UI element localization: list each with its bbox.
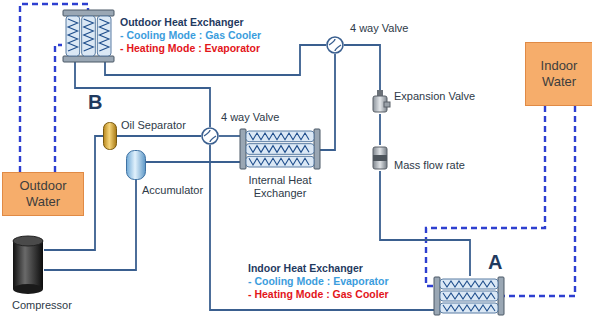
mode-note: - Cooling Mode : Gas Cooler [120, 29, 261, 42]
refrigerant-pipe [117, 135, 201, 137]
mode-note: - Heating Mode : Evaporator [120, 42, 260, 55]
oil-separator-icon [103, 122, 117, 150]
component-label: Internal Heat Exchanger [240, 174, 320, 200]
outdoor-heat-exchanger: Outdoor Heat Exchanger- Cooling Mode : G… [62, 10, 115, 62]
component-label: 4 way Valve [350, 22, 409, 35]
refrigerant-pipe [344, 45, 380, 90]
compressor-icon [12, 235, 44, 295]
refrigerant-pipe [219, 135, 240, 137]
refrigerant-pipe [380, 171, 470, 276]
four-way-valve-symbol [201, 127, 219, 145]
section-letter: B [88, 92, 102, 112]
component-label: Compressor [12, 299, 72, 312]
mode-note: - Heating Mode : Gas Cooler [248, 288, 389, 301]
component-label: Mass flow rate [394, 159, 465, 172]
heat-exchanger-icon [62, 10, 115, 62]
water-label: Indoor Water [526, 58, 592, 90]
indoor-water-box: Indoor Water [525, 42, 592, 106]
component-label: Outdoor Heat Exchanger [120, 16, 244, 29]
heat-exchanger-icon [434, 276, 504, 316]
outdoor-water-box: Outdoor Water [2, 172, 84, 216]
internal-heat-exchanger: Internal Heat Exchanger [240, 128, 320, 170]
water-line [426, 106, 545, 286]
component-label: 4 way Valve [221, 111, 280, 124]
water-label: Outdoor Water [3, 178, 83, 210]
refrigerant-pipe [146, 161, 240, 163]
water-line [55, 45, 62, 172]
component-label: Oil Separator [121, 119, 186, 132]
refrigerant-pipe [75, 62, 210, 127]
section-letter: A [488, 252, 502, 272]
indoor-heat-exchanger: Indoor Heat Exchanger- Cooling Mode : Ev… [434, 276, 504, 316]
four-way-valve-symbol [326, 36, 344, 54]
refrigerant-pipe [379, 114, 381, 145]
mode-note: - Cooling Mode : Evaporator [248, 275, 389, 288]
expansion-valve: Expansion Valve [372, 90, 388, 114]
four-way-valve: 4 way Valve [201, 127, 219, 145]
component-label: Accumulator [142, 184, 203, 197]
accumulator-icon [126, 150, 146, 180]
mass-flow-meter: Mass flow rate [372, 145, 388, 171]
expansion-valve-icon [372, 90, 388, 114]
heat-exchanger-icon [240, 128, 320, 170]
flow-meter-icon [372, 145, 388, 171]
component-label: Expansion Valve [394, 90, 475, 103]
four-way-valve: 4 way Valve [326, 36, 344, 54]
oil-separator: Oil Separator [103, 122, 117, 150]
refrigerant-pipe [320, 54, 335, 150]
water-line [504, 106, 575, 296]
accumulator: Accumulator [126, 150, 146, 180]
compressor: Compressor [12, 235, 44, 295]
component-label: Indoor Heat Exchanger [248, 262, 363, 275]
